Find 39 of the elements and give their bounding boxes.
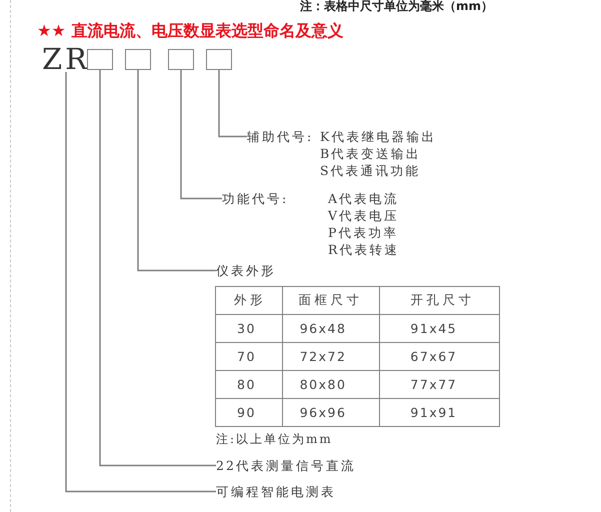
table-cell: 77x77: [380, 370, 500, 398]
column-header: 开孔尺寸: [380, 286, 500, 314]
note-text: 注:以上单位为mm: [216, 431, 333, 448]
table-cell: 90: [216, 398, 282, 426]
table-cell: 80: [216, 370, 282, 398]
code-heading: 辅助代号:: [247, 128, 314, 145]
table-cell: 91x45: [380, 314, 500, 342]
table-cell: 96x96: [282, 398, 380, 426]
code-description: 22代表测量信号直流: [216, 457, 356, 474]
leader-line: [65, 72, 216, 492]
code-option: P代表功率: [328, 224, 398, 241]
code-option: B代表变送输出: [320, 145, 422, 162]
code-option: A代表电流: [328, 190, 400, 207]
table-cell: 70: [216, 342, 282, 370]
diagram-title: ★★ 直流电流、电压数显表选型命名及意义: [37, 21, 344, 40]
table-cell: 67x67: [380, 342, 500, 370]
code-option: K代表继电器输出: [320, 128, 436, 145]
leader-line: [218, 70, 247, 138]
table-cell: 91x91: [380, 398, 500, 426]
code-placeholder-box: [206, 49, 232, 70]
column-header: 外形: [216, 286, 282, 314]
code-option: V代表电压: [328, 207, 400, 224]
code-option: S代表通讯功能: [320, 162, 421, 179]
code-placeholder-box: [168, 49, 194, 70]
code-description: 仪表外形: [216, 262, 276, 279]
model-prefix: ZR: [42, 46, 90, 72]
table-cell: 80x80: [282, 370, 380, 398]
code-heading: 功能代号:: [222, 190, 288, 207]
column-header: 面框尺寸: [282, 286, 380, 314]
leader-line: [137, 70, 216, 272]
table-cell: 30: [216, 314, 282, 342]
code-placeholder-box: [87, 49, 113, 70]
leader-line: [180, 70, 222, 200]
code-option: R代表转速: [328, 241, 400, 258]
code-placeholder-box: [125, 49, 151, 70]
table-cell: 72x72: [282, 342, 380, 370]
code-description: 可编程智能电测表: [216, 483, 336, 500]
leader-line: [99, 70, 216, 466]
table-cell: 96x48: [282, 314, 380, 342]
